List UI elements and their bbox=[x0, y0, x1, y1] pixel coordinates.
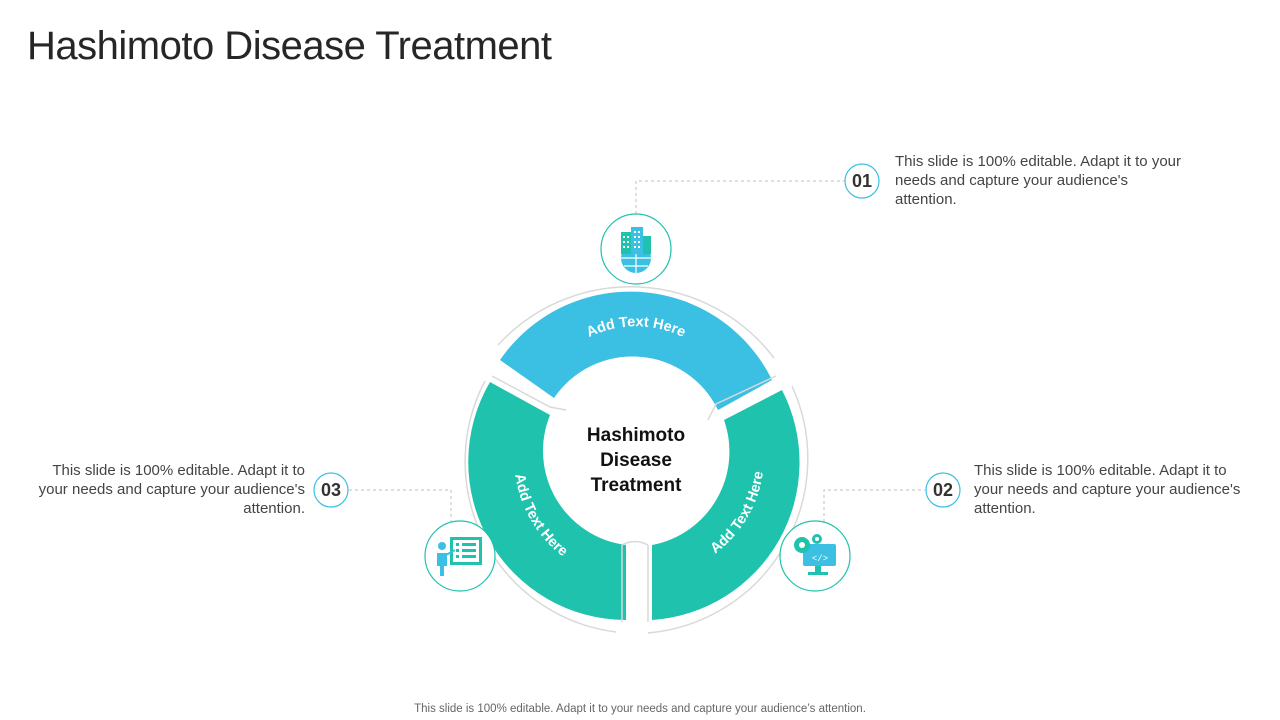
number-badge-01: 01 bbox=[844, 163, 880, 199]
icon-node-03[interactable] bbox=[424, 520, 496, 592]
svg-text:01: 01 bbox=[852, 171, 872, 191]
connector-02 bbox=[823, 489, 925, 522]
segment-gaps bbox=[491, 375, 777, 622]
center-line-1: Hashimoto bbox=[587, 425, 685, 446]
svg-text:</>: </> bbox=[812, 554, 828, 564]
gap-bottom bbox=[621, 540, 649, 622]
connector-03 bbox=[349, 489, 452, 522]
center-line-3: Treatment bbox=[591, 475, 682, 496]
segment-top[interactable] bbox=[500, 291, 772, 410]
gap-top-right bbox=[707, 375, 777, 421]
segment-right[interactable] bbox=[652, 390, 800, 620]
office-building-globe-icon bbox=[621, 227, 651, 273]
center-title: Hashimoto Disease Treatment bbox=[587, 425, 685, 496]
presenter-board-icon bbox=[437, 537, 482, 576]
number-badge-03: 03 bbox=[313, 472, 349, 508]
step-03-description: This slide is 100% editable. Adapt it to… bbox=[38, 462, 305, 517]
segment-left[interactable] bbox=[468, 382, 626, 620]
center-line-2: Disease bbox=[600, 450, 672, 471]
svg-text:02: 02 bbox=[933, 480, 953, 500]
step-01-description: This slide is 100% editable. Adapt it to… bbox=[895, 153, 1181, 208]
icon-node-01[interactable] bbox=[600, 213, 672, 285]
connectors bbox=[349, 180, 925, 522]
page-title: Hashimoto Disease Treatment bbox=[27, 24, 552, 68]
footer-note: This slide is 100% editable. Adapt it to… bbox=[414, 703, 866, 715]
gear-monitor-code-icon: </> bbox=[794, 534, 836, 575]
svg-text:03: 03 bbox=[321, 480, 341, 500]
step-02-description: This slide is 100% editable. Adapt it to… bbox=[974, 462, 1241, 517]
icon-node-02[interactable]: </> bbox=[779, 520, 851, 592]
gap-top-left bbox=[491, 375, 567, 411]
number-badge-02: 02 bbox=[925, 472, 961, 508]
connector-01 bbox=[635, 180, 845, 214]
outline-arc-top bbox=[497, 286, 775, 359]
